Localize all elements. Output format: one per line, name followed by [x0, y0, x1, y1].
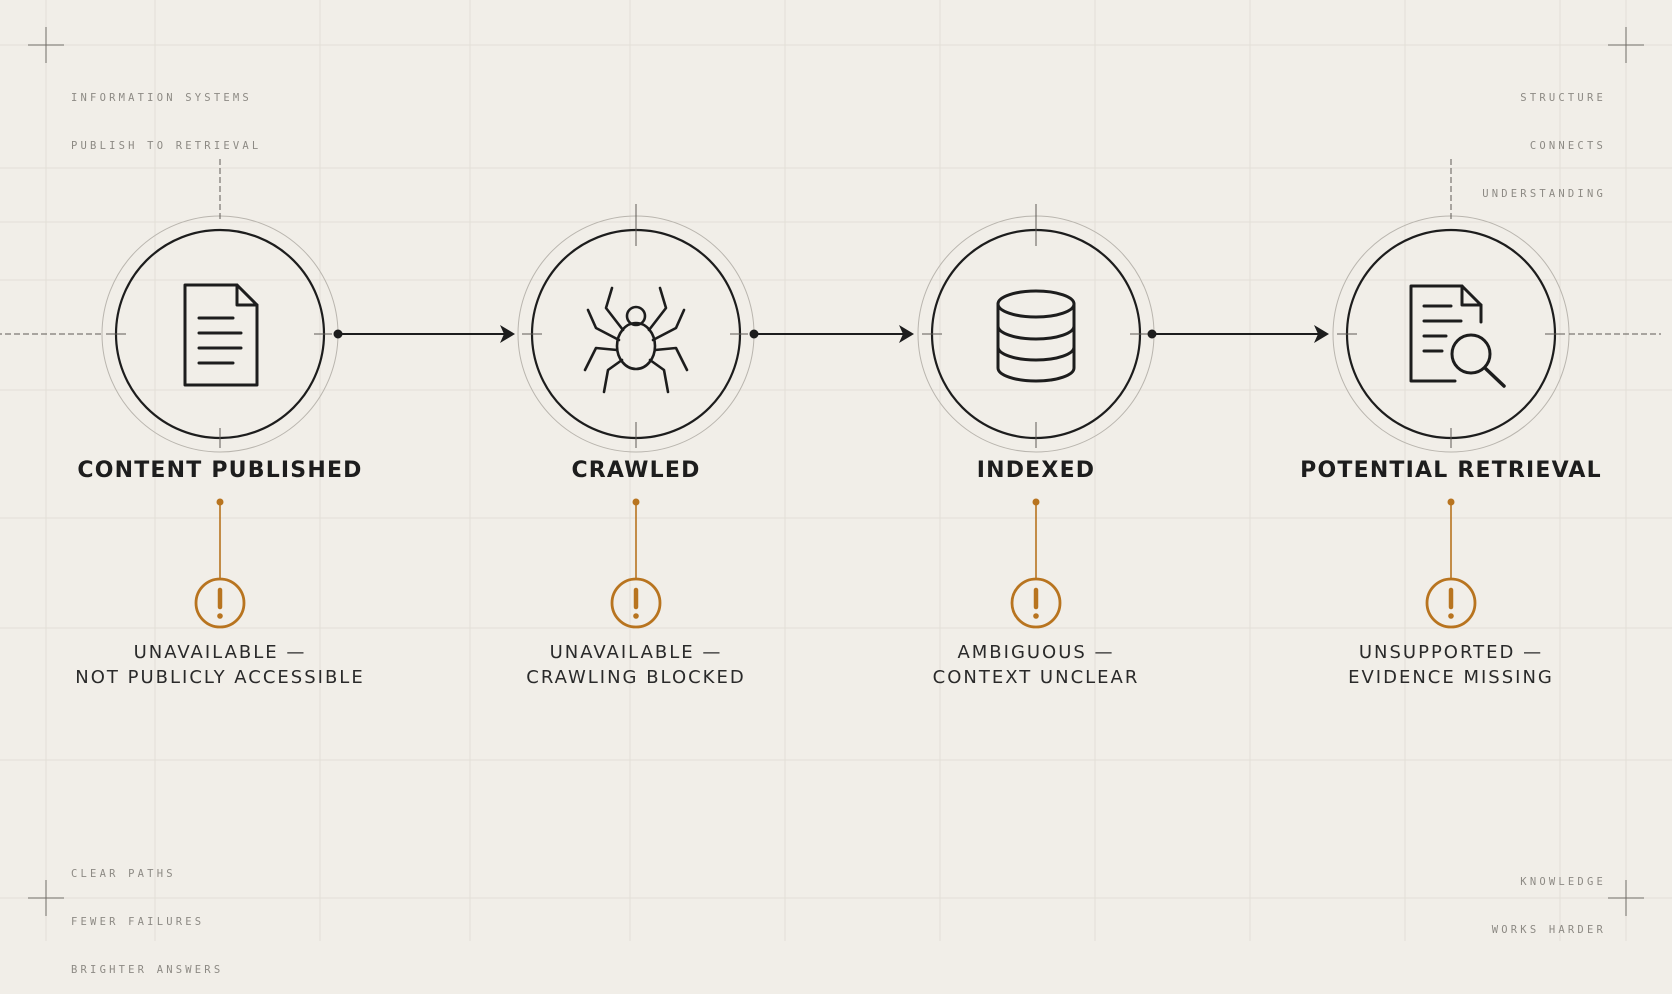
corner-line: UNDERSTANDING: [1482, 188, 1606, 200]
warning-title: UNAVAILABLE —: [133, 642, 307, 663]
stage-potential-retrieval: [1332, 159, 1661, 453]
corner-mark-top-right: [1608, 27, 1644, 63]
warning-marker: [1425, 498, 1477, 629]
warning-detail: EVIDENCE MISSING: [1348, 667, 1554, 688]
stage-crosshair: [522, 204, 748, 448]
stage-crawled: [517, 204, 755, 453]
connectors: [333, 325, 1329, 343]
document-search-icon: [1409, 284, 1506, 388]
warning-note-content-published: UNAVAILABLE — NOT PUBLICLY ACCESSIBLE: [10, 640, 430, 690]
arrow-indexed-to-retrieval: [1147, 325, 1329, 343]
warning-note-crawled: UNAVAILABLE — CRAWLING BLOCKED: [426, 640, 846, 690]
stage-ring: [530, 228, 742, 440]
corner-marks: [28, 27, 1644, 916]
stage-content-published: [0, 159, 339, 453]
corner-line: CONNECTS: [1529, 140, 1606, 152]
stage-halo-ring: [517, 215, 755, 453]
warning-title: UNSUPPORTED —: [1358, 642, 1544, 663]
pipeline-diagram: [0, 0, 1672, 941]
warning-marker: [194, 498, 246, 629]
stage-crosshair: [922, 204, 1148, 448]
exclamation-circle-icon: [1425, 577, 1477, 629]
corner-mark-bottom-left: [28, 880, 64, 916]
corner-line: WORKS HARDER: [1491, 924, 1606, 936]
exclamation-circle-icon: [1010, 577, 1062, 629]
corner-line: CLEAR PATHS: [71, 868, 176, 880]
stage-label-indexed: INDEXED: [976, 458, 1096, 483]
stage-ring: [930, 228, 1142, 440]
corner-mark-top-left: [28, 27, 64, 63]
corner-note-top-right: STRUCTURE CONNECTS UNDERSTANDING: [1482, 58, 1606, 218]
corner-line: KNOWLEDGE: [1520, 876, 1606, 888]
stage-crosshair: [1337, 159, 1661, 448]
exclamation-circle-icon: [610, 577, 662, 629]
document-icon: [183, 283, 259, 387]
stage-halo-ring: [917, 215, 1155, 453]
database-icon: [996, 289, 1076, 383]
warning-markers: [194, 498, 1477, 629]
corner-note-top-left: INFORMATION SYSTEMS PUBLISH TO RETRIEVAL: [71, 58, 261, 170]
warning-title: AMBIGUOUS —: [957, 642, 1115, 663]
warning-detail: CONTEXT UNCLEAR: [932, 667, 1140, 688]
stage-crosshair: [0, 159, 332, 448]
stage-label-content-published: CONTENT PUBLISHED: [77, 458, 363, 483]
stage-halo-ring: [1332, 215, 1570, 453]
arrow-crawled-to-indexed: [749, 325, 914, 343]
warning-note-indexed: AMBIGUOUS — CONTEXT UNCLEAR: [826, 640, 1246, 690]
stage-label-potential-retrieval: POTENTIAL RETRIEVAL: [1300, 458, 1602, 483]
corner-line: STRUCTURE: [1520, 92, 1606, 104]
corner-mark-bottom-right: [1608, 880, 1644, 916]
background-grid: [0, 0, 1672, 941]
corner-note-bottom-right: KNOWLEDGE WORKS HARDER: [1492, 842, 1606, 954]
spider-icon: [583, 286, 689, 394]
warning-title: UNAVAILABLE —: [549, 642, 723, 663]
corner-line: PUBLISH TO RETRIEVAL: [71, 140, 262, 152]
warning-marker: [610, 498, 662, 629]
exclamation-circle-icon: [194, 577, 246, 629]
warning-detail: CRAWLING BLOCKED: [526, 667, 746, 688]
arrow-published-to-crawled: [333, 325, 515, 343]
corner-note-bottom-left: CLEAR PATHS FEWER FAILURES BRIGHTER ANSW…: [71, 834, 223, 994]
stage-label-crawled: CRAWLED: [571, 458, 701, 483]
stage-ring: [1345, 228, 1557, 440]
warning-note-potential-retrieval: UNSUPPORTED — EVIDENCE MISSING: [1241, 640, 1661, 690]
corner-line: BRIGHTER ANSWERS: [71, 964, 224, 976]
corner-line: INFORMATION SYSTEMS: [71, 92, 252, 104]
corner-line: FEWER FAILURES: [71, 916, 205, 928]
stage-indexed: [917, 204, 1155, 453]
warning-detail: NOT PUBLICLY ACCESSIBLE: [75, 667, 365, 688]
warning-marker: [1010, 498, 1062, 629]
